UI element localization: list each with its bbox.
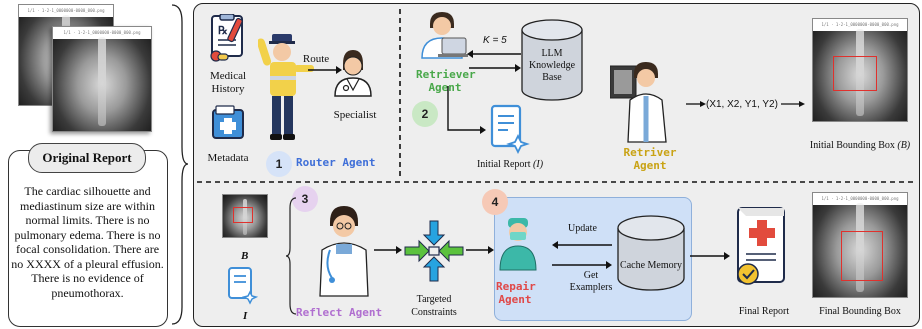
retriever-agent-label: Retriever Agent	[416, 68, 476, 94]
thinking-doctor-icon	[319, 206, 369, 297]
metadata-icon	[212, 105, 244, 139]
knowledge-base-label: LLM Knowledge Base	[528, 48, 576, 83]
repair-agent-label: Repair Agent	[496, 280, 536, 306]
initial-bbox-symbol: (B)	[897, 140, 911, 151]
svg-text:℞: ℞	[218, 25, 228, 37]
initial-bbox-xray: 1/1 · 1-2-1_0000000-0000_000.png	[812, 18, 908, 122]
initial-bbox-rect	[833, 56, 877, 91]
initial-bbox-label: Initial Bounding Box (B)	[808, 139, 912, 152]
report-arrow	[447, 86, 486, 134]
initial-report-symbol: (I)	[533, 159, 544, 170]
get-examplers-arrow	[552, 261, 612, 269]
radiologist-icon	[610, 62, 667, 143]
route-label: Route	[302, 53, 330, 65]
reflect-xray-thumb	[222, 194, 268, 238]
step-2-badge: 2	[412, 101, 438, 127]
k-label: K = 5	[483, 35, 507, 46]
original-report-title: Original Report	[28, 143, 146, 173]
reflect-agent-label: Reflect Agent	[296, 306, 383, 319]
medical-history-label: Medical History	[209, 70, 247, 95]
original-report-text: The cardiac silhouette and mediastinum s…	[11, 184, 164, 300]
cache-memory-label: Cache Memory	[620, 260, 682, 271]
specialist-label: Specialist	[333, 109, 377, 121]
metadata-label: Metadata	[207, 152, 249, 164]
surgeon-icon	[499, 218, 537, 271]
step-4-badge: 4	[482, 189, 508, 215]
final-bbox-rect	[841, 231, 883, 281]
cache-memory-cylinder	[617, 215, 685, 291]
stacked-xray-images: 1/1 · 1-2-1_0000000-0000_000.png 1/1 · 1…	[14, 4, 166, 132]
coords-label: (X1, X2, Y1, Y2)	[686, 99, 805, 110]
final-report-label: Final Report	[738, 306, 790, 317]
b-label: B	[241, 250, 249, 262]
curly-brace	[171, 4, 189, 325]
traffic-officer-icon	[258, 34, 314, 140]
retriver-agent-label: Retriver Agent	[623, 146, 677, 172]
dashed-dividers	[197, 9, 916, 183]
knowledge-base-cylinder	[521, 19, 583, 101]
targeted-constraints-label: Targeted Constraints	[411, 294, 457, 318]
retriever-agent-icon	[421, 12, 468, 59]
coords-arrow-out	[780, 101, 805, 108]
initial-bbox-text: Initial Bounding Box	[809, 140, 895, 151]
coords-arrow-in	[686, 101, 706, 108]
initial-report-text: Initial Report	[476, 159, 531, 170]
reflect-to-constraints-arrow	[374, 246, 402, 254]
route-arrow	[308, 66, 342, 74]
original-report-card	[8, 150, 168, 327]
retrieve-arrows	[467, 50, 521, 72]
xray-image-front: 1/1 · 1-2-1_0000000-0000_000.png	[52, 26, 152, 132]
step-1-badge: 1	[266, 151, 292, 177]
update-label: Update	[568, 223, 597, 234]
step-3-badge: 3	[292, 186, 318, 212]
final-bbox-label: Final Bounding Box	[819, 306, 901, 317]
repair-to-final-arrow	[690, 252, 730, 260]
router-agent-label: Router Agent	[296, 156, 376, 169]
reflect-bbox-rect	[233, 207, 253, 223]
coords-text: (X1, X2, Y1, Y2)	[706, 99, 778, 110]
i-label: I	[243, 310, 248, 322]
targeted-constraints-icon	[404, 220, 464, 282]
final-report-icon	[737, 207, 785, 285]
update-arrow	[552, 241, 612, 249]
get-examplers-label: Get Examplers	[569, 270, 613, 293]
medical-history-icon: ℞	[210, 14, 243, 62]
initial-report-label: Initial Report (I)	[454, 159, 566, 170]
specialist-icon	[334, 50, 372, 97]
i-report-icon	[228, 267, 258, 305]
constraints-to-repair-arrow	[466, 246, 494, 254]
initial-report-icon	[490, 104, 530, 155]
final-bbox-xray: 1/1 · 1-2-1_0000000-0000_000.png	[812, 192, 908, 298]
reflect-brace	[286, 197, 297, 315]
